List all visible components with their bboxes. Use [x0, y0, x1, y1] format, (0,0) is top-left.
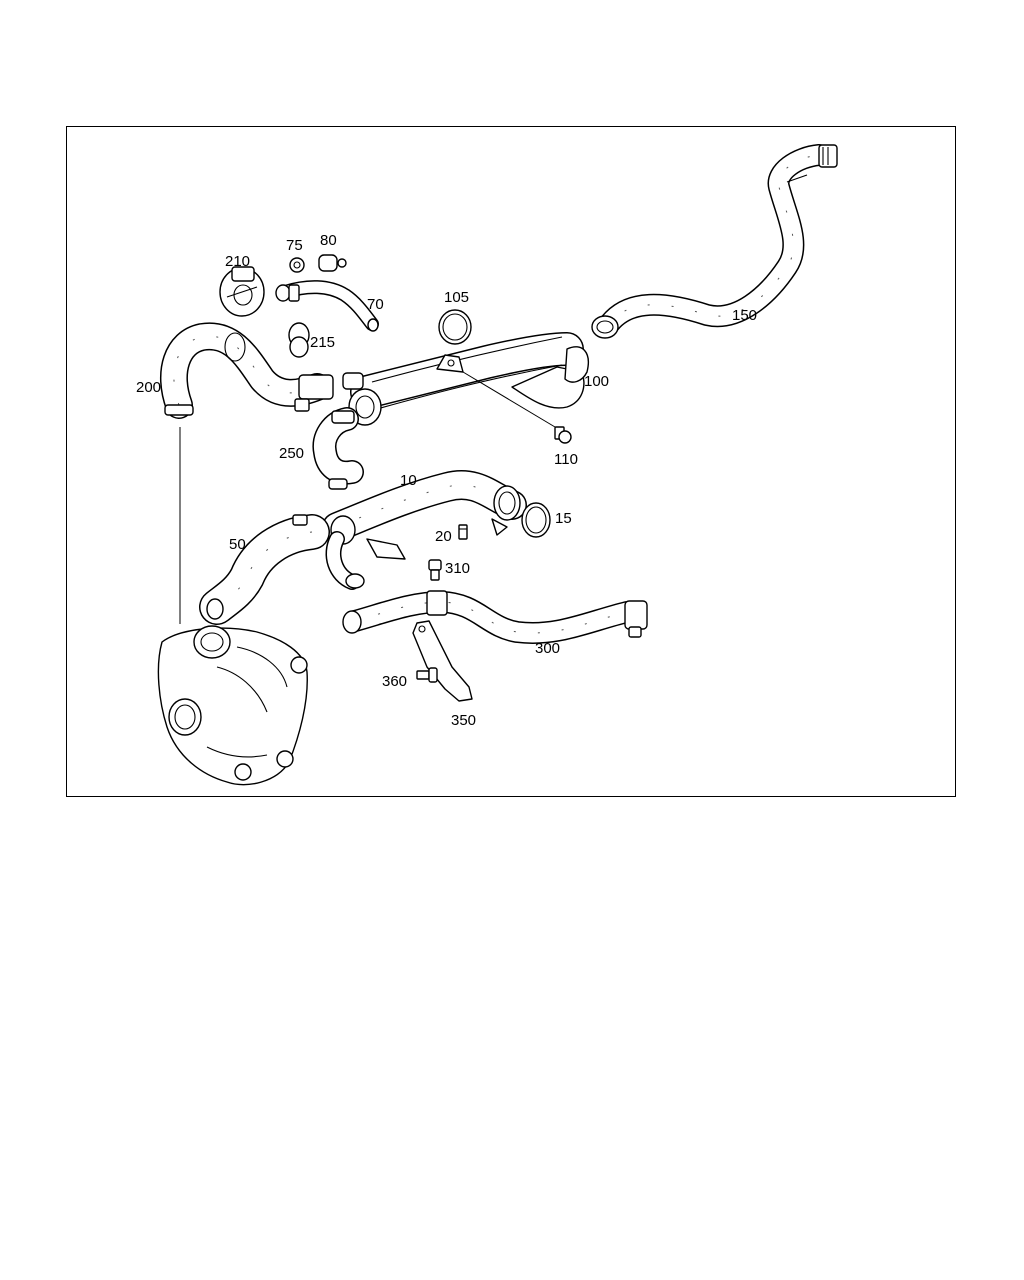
pipe-10	[322, 470, 527, 590]
callout-100: 100	[584, 373, 609, 390]
callout-300: 300	[535, 640, 560, 657]
callout-200: 200	[136, 379, 161, 396]
hose-300	[342, 590, 648, 644]
callout-105: 105	[444, 289, 469, 306]
callout-310: 310	[445, 560, 470, 577]
clamp-75	[289, 257, 305, 273]
connector-210	[219, 266, 265, 317]
o-ring-105	[438, 309, 472, 345]
connector-80	[318, 254, 347, 272]
hose-200	[159, 322, 334, 419]
diagram-frame: 10 15 20 50 70 75 80 100 105 110 150 200…	[66, 126, 956, 797]
callout-215: 215	[310, 334, 335, 351]
bolt-20	[458, 524, 468, 540]
bolt-110	[462, 371, 572, 444]
callout-150: 150	[732, 307, 757, 324]
callout-70: 70	[367, 296, 384, 313]
callout-75: 75	[286, 237, 303, 254]
bolt-310	[428, 559, 442, 581]
callout-360: 360	[382, 673, 407, 690]
callout-210: 210	[225, 253, 250, 270]
callout-80: 80	[320, 232, 337, 249]
hose-150	[591, 144, 838, 339]
callout-15: 15	[555, 510, 572, 527]
hose-250	[312, 407, 364, 490]
callout-20: 20	[435, 528, 452, 545]
callout-110: 110	[554, 451, 578, 468]
bracket-350	[412, 620, 473, 702]
o-ring-15	[521, 502, 551, 538]
bolt-360	[416, 667, 438, 683]
callout-10: 10	[400, 472, 417, 489]
pipe-100	[342, 332, 589, 426]
parts-diagram: 10 15 20 50 70 75 80 100 105 110 150 200…	[136, 144, 838, 786]
hose-70	[275, 280, 379, 332]
callout-250: 250	[279, 445, 304, 462]
callout-50: 50	[229, 536, 246, 553]
clamp-215	[288, 322, 310, 358]
hose-50	[199, 514, 330, 625]
callout-350: 350	[451, 712, 476, 729]
water-pump	[157, 427, 308, 786]
